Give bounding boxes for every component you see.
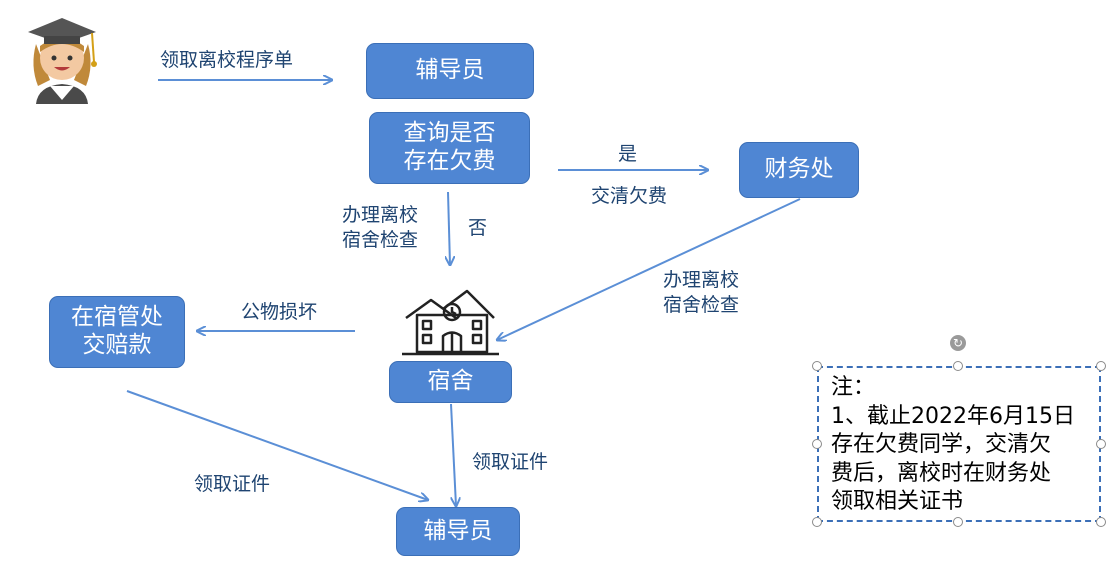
resize-handle[interactable]	[1096, 517, 1106, 527]
label-inspect-right-1: 办理离校	[663, 269, 740, 291]
note-line-3: 费后，离校时在财务处	[831, 460, 1052, 486]
arrow-dorm-office-to-counselor	[126, 390, 428, 500]
label-get-cert-right: 领取证件	[472, 451, 549, 473]
note-line-2: 存在欠费同学，交清欠	[831, 432, 1052, 458]
counselor-box-bottom: 辅导员	[396, 507, 520, 556]
resize-handle[interactable]	[1096, 439, 1106, 449]
check-debt-line2: 存在欠费	[403, 148, 496, 174]
label-inspect-left-1: 办理离校	[342, 204, 419, 226]
note-title: 注：	[831, 375, 876, 400]
dorm-box: 宿舍	[389, 361, 512, 403]
arrow-finance-to-dorm	[497, 198, 801, 340]
counselor-box-top: 辅导员	[366, 43, 534, 99]
counselor-box-bottom-label: 辅导员	[423, 517, 493, 544]
label-inspect-left: 办理离校 宿舍检查	[342, 203, 418, 252]
label-get-cert-left: 领取证件	[194, 473, 271, 495]
resize-handle[interactable]	[812, 517, 822, 527]
note-line-1: 1、截止2022年6月15日	[831, 403, 1075, 429]
note-line-4: 领取相关证书	[831, 489, 964, 515]
label-get-form: 领取离校程序单	[160, 49, 294, 71]
label-inspect-right-2: 宿舍检查	[663, 293, 740, 316]
label-damage: 公物损坏	[241, 301, 318, 323]
check-debt-box: 查询是否 存在欠费	[369, 112, 530, 184]
resize-handle[interactable]	[953, 517, 963, 527]
rotate-handle-icon[interactable]: ↻	[950, 335, 966, 351]
note-textbox[interactable]: 注： 1、截止2022年6月15日 存在欠费同学，交清欠 费后，离校时在财务处 …	[817, 366, 1101, 522]
arrow-no-to-dorm	[448, 191, 450, 265]
dorm-office-box: 在宿管处 交赔款	[49, 296, 185, 368]
check-debt-line1: 查询是否	[403, 120, 496, 147]
dormitory-building-icon	[402, 289, 499, 356]
dorm-office-line2: 交赔款	[82, 332, 152, 358]
resize-handle[interactable]	[953, 361, 963, 371]
finance-office-box: 财务处	[739, 142, 859, 198]
student-graduate-icon	[28, 18, 97, 104]
arrow-dorm-to-counselor	[450, 403, 456, 506]
counselor-box-top-label: 辅导员	[415, 57, 485, 84]
dorm-label: 宿舍	[427, 368, 474, 395]
finance-office-label: 财务处	[764, 156, 834, 183]
dorm-office-line1: 在宿管处	[71, 304, 163, 331]
resize-handle[interactable]	[812, 361, 822, 371]
resize-handle[interactable]	[812, 439, 822, 449]
label-inspect-left-2: 宿舍检查	[342, 228, 419, 251]
label-pay-debt: 交清欠费	[591, 185, 668, 207]
label-yes: 是	[618, 143, 638, 165]
resize-handle[interactable]	[1096, 361, 1106, 371]
label-no: 否	[468, 217, 488, 239]
label-inspect-right: 办理离校 宿舍检查	[663, 268, 739, 317]
